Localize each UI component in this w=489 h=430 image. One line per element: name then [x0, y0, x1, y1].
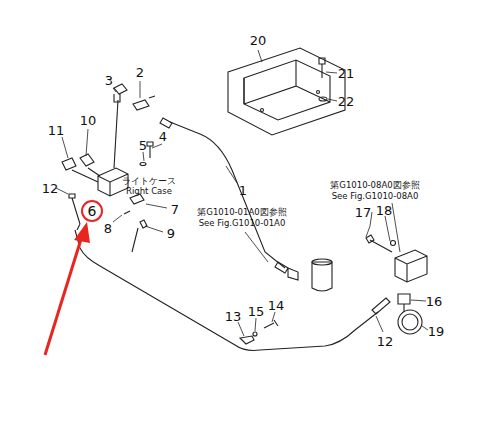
callout-number: 13: [225, 310, 242, 323]
callout-number: 1: [239, 184, 247, 197]
reference-note: Right Case: [126, 187, 172, 196]
callout-number: 12: [42, 182, 59, 195]
callout-number: 19: [428, 325, 445, 338]
callout-number: 7: [171, 203, 179, 216]
callout-number: 11: [48, 124, 65, 137]
callout-number: 21: [338, 67, 355, 80]
reference-note: 第G1010-01A0図参照: [197, 208, 286, 217]
callout-number: 2: [136, 66, 144, 79]
callout-number: 10: [80, 114, 97, 127]
callout-number: 16: [426, 295, 443, 308]
reference-note: ライトケース: [122, 177, 176, 186]
callout-number: 22: [338, 95, 355, 108]
callout-number: 18: [376, 204, 393, 217]
callout-number: 12: [377, 335, 394, 348]
reference-note: See Fig.G1010-08A0: [332, 192, 419, 201]
callout-number: 14: [268, 299, 285, 312]
callout-number: 5: [139, 139, 147, 152]
callout-number: 8: [104, 222, 112, 235]
callout-number: 6: [88, 204, 97, 218]
callout-number: 15: [248, 305, 265, 318]
reference-note: See Fig.G1010-01A0: [199, 219, 286, 228]
callout-number: 3: [105, 74, 113, 87]
reference-note: 第G1010-08A0図参照: [330, 181, 419, 190]
callout-number: 20: [250, 34, 267, 47]
highlight-circle: 6: [81, 200, 103, 222]
callout-number: 9: [167, 227, 175, 240]
callout-number: 17: [355, 206, 372, 219]
callout-number: 4: [159, 130, 167, 143]
